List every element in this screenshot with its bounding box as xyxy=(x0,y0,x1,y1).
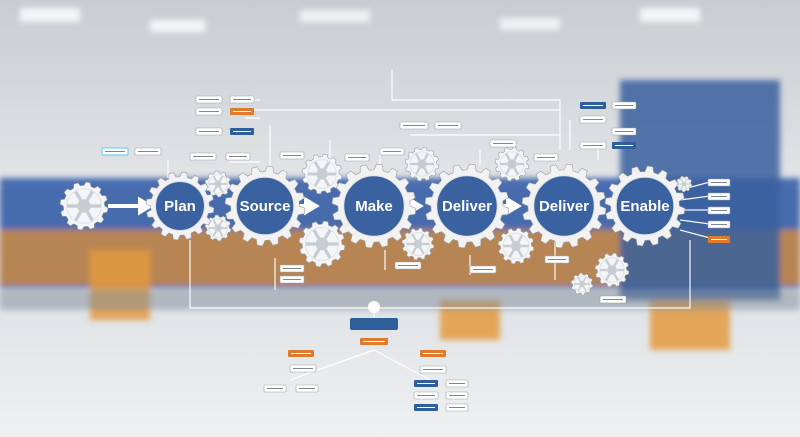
stage-label-2: Source xyxy=(240,198,291,215)
hub-node xyxy=(368,301,380,313)
small-gear-11 xyxy=(570,272,594,296)
small-gear-1 xyxy=(59,181,109,231)
stage-gear-4 xyxy=(424,163,510,249)
small-gear-7 xyxy=(401,227,435,261)
small-gear-9 xyxy=(497,227,535,265)
main-gears: Plan Source Make Deliver Deliver Enable xyxy=(145,163,686,249)
small-gear-2 xyxy=(204,170,232,198)
small-gear-5 xyxy=(298,220,346,268)
small-gear-4 xyxy=(301,153,343,195)
stage-label-4: Deliver xyxy=(442,198,492,215)
stage-gear-1 xyxy=(145,171,215,241)
small-gears xyxy=(59,146,693,296)
stage-gear-6 xyxy=(604,165,686,247)
small-gear-3 xyxy=(204,214,232,242)
stage-gear-3 xyxy=(331,163,417,249)
note-boxes xyxy=(101,95,731,412)
stage-gear-2 xyxy=(224,165,306,247)
stage-label-6: Enable xyxy=(620,198,669,215)
hub-box xyxy=(350,318,398,330)
stage-gear-5 xyxy=(521,163,607,249)
small-gear-8 xyxy=(494,146,530,182)
small-gear-10 xyxy=(594,252,630,288)
small-gear-12 xyxy=(675,175,693,193)
stage-label-5: Deliver xyxy=(539,198,589,215)
connector-lines xyxy=(167,70,711,381)
stage-label-1: Plan xyxy=(164,198,196,215)
small-gear-6 xyxy=(404,146,440,182)
stage-label-3: Make xyxy=(355,198,393,215)
